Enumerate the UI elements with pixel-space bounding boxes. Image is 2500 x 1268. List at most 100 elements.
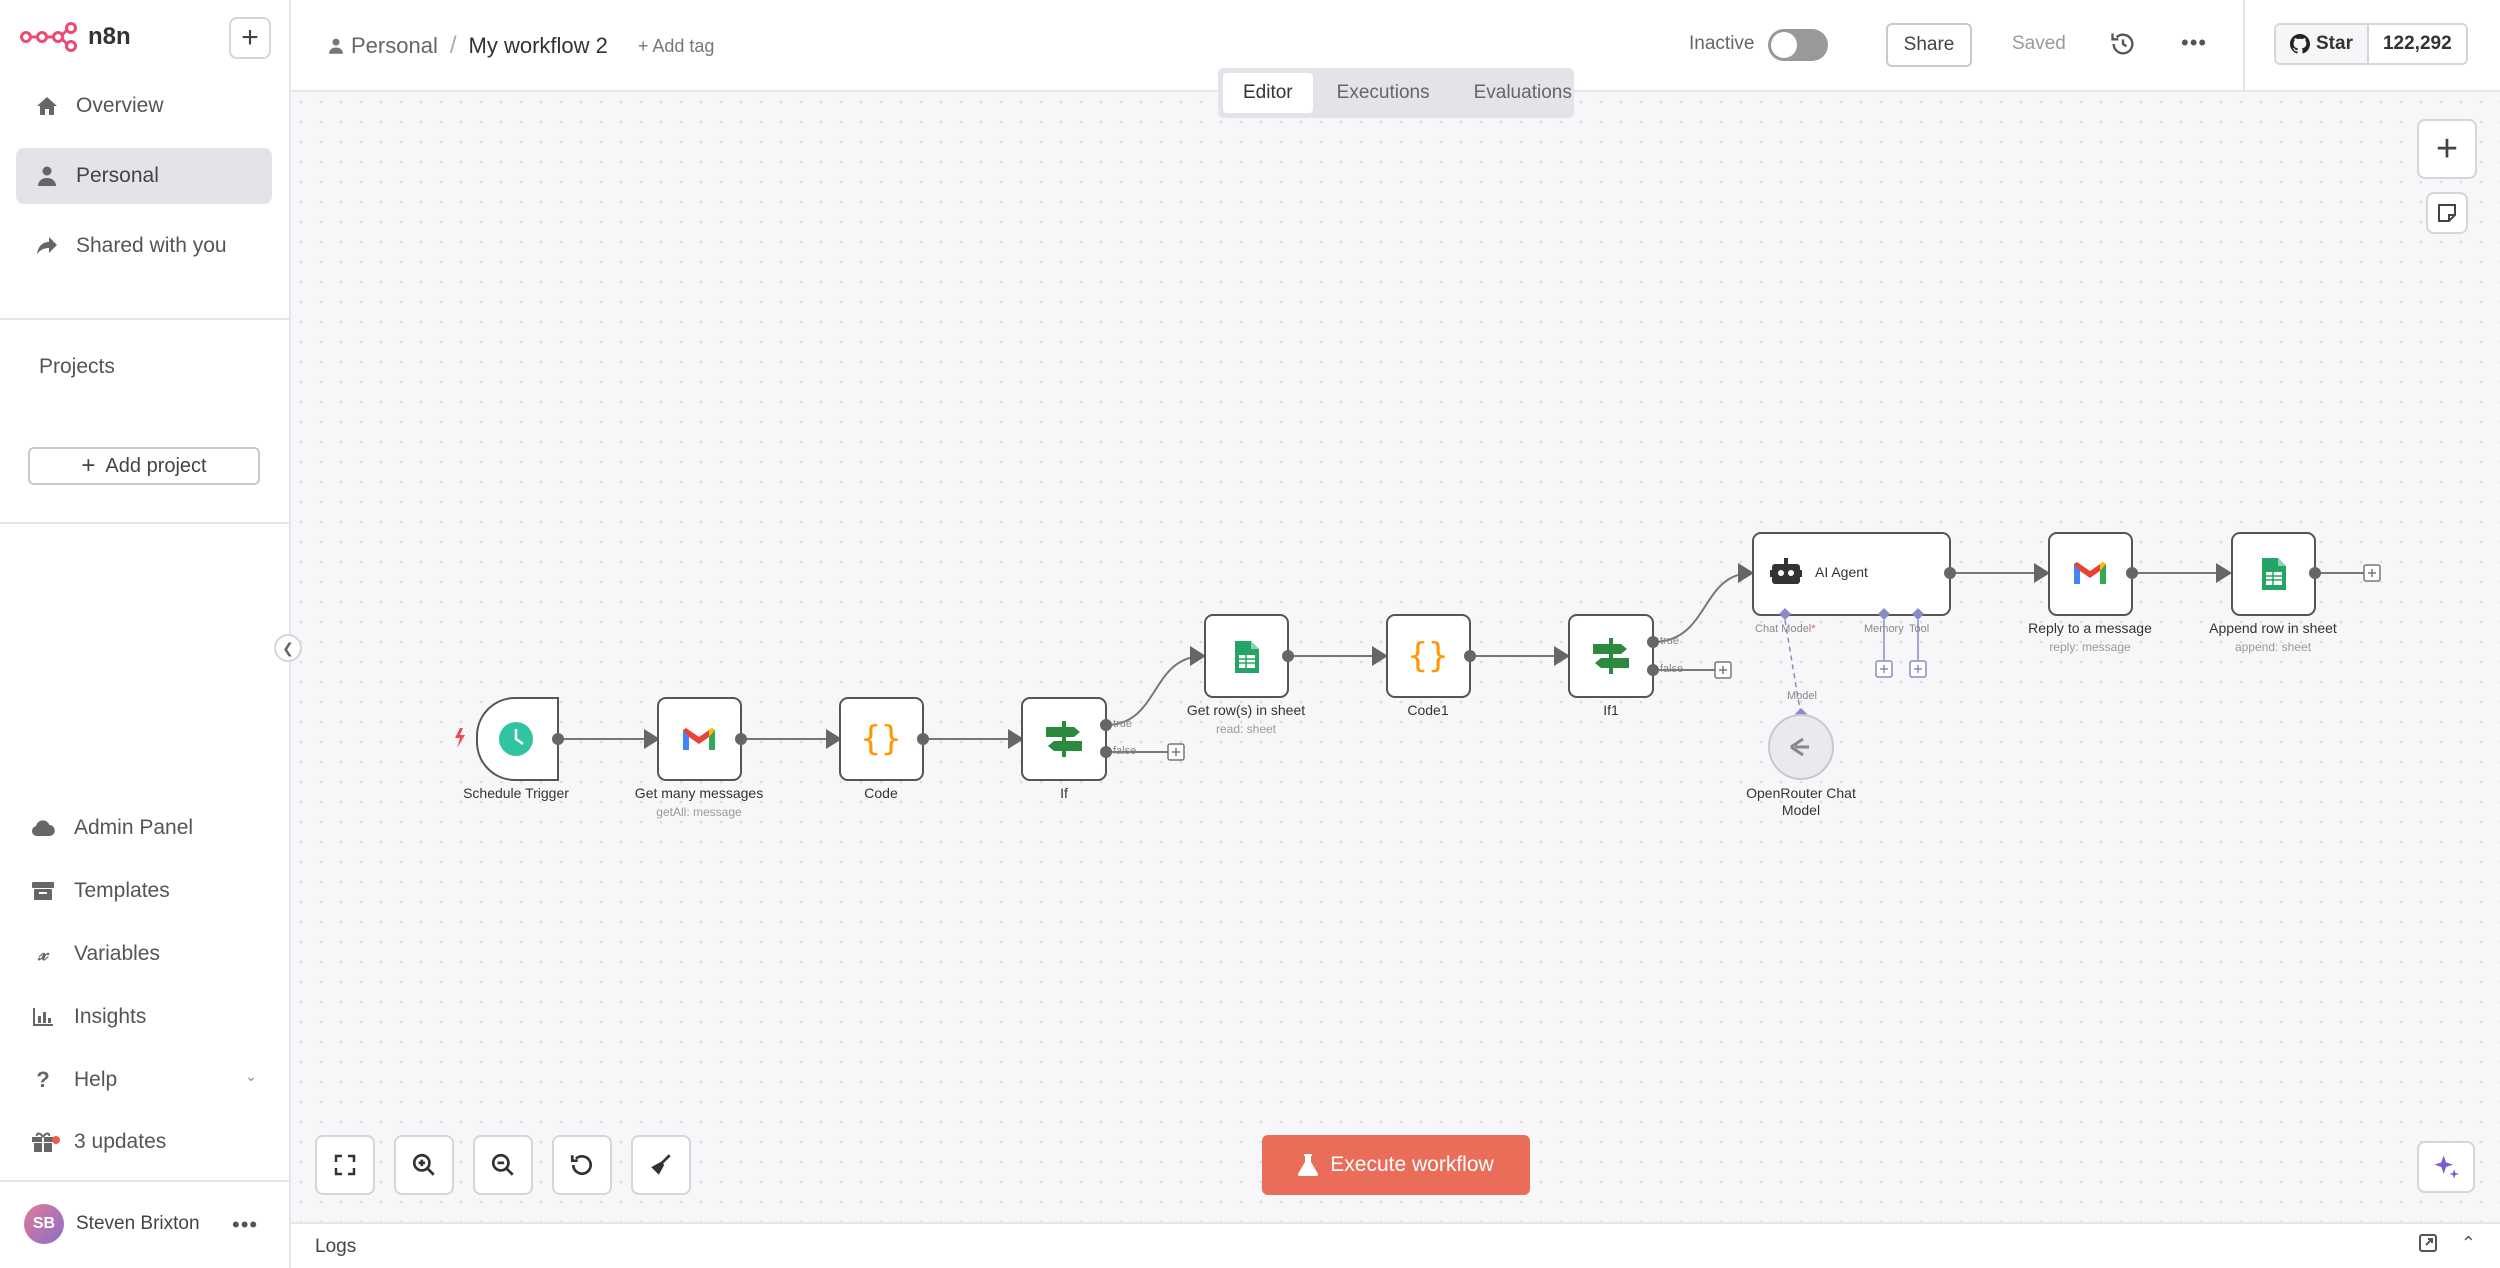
box-icon [30,882,56,900]
flask-icon [1298,1154,1319,1176]
node-label: OpenRouter Chat Model [1746,785,1856,818]
execute-workflow-label: Execute workflow [1330,1153,1494,1176]
node-subtitle: getAll: message [656,805,742,819]
robot-icon [1770,558,1802,584]
workflow-graph: {} {} [455,532,2381,781]
view-tabs: Editor Executions Evaluations [1218,68,1574,118]
node-append-row-in-sheet[interactable] [2231,532,2321,616]
branch-false-label: false [1660,663,1684,675]
saved-status: Saved [2012,33,2066,54]
sidebar-item-label: Help [74,1068,118,1091]
sidebar-item-templates[interactable]: Templates [30,871,275,911]
popout-icon[interactable] [2418,1234,2437,1252]
node-label: If1 [1603,702,1619,718]
cloud-icon [30,820,56,836]
tab-editor[interactable]: Editor [1223,73,1313,113]
user-icon [329,38,343,54]
sidebar-item-label: Variables [74,942,160,965]
connection-true [1105,646,1206,726]
add-sticky-note-button[interactable] [2426,192,2468,234]
agent-port-chat-model: Chat Model* [1755,623,1816,635]
node-subtitle: append: sheet [2234,640,2312,654]
github-star-button[interactable]: Star 122,292 [2274,23,2468,65]
question-icon: ? [36,1067,50,1092]
active-toggle[interactable] [1768,29,1828,61]
sticky-note-icon [2438,204,2456,222]
add-branch-buttons[interactable] [1167,564,2381,761]
google-sheets-icon [2262,558,2286,590]
github-star[interactable]: Star [2276,25,2369,63]
node-subtitle: reply: message [2049,640,2131,654]
node-schedule-trigger[interactable] [455,697,564,781]
broom-icon [651,1154,671,1175]
more-options-icon[interactable]: ••• [2181,30,2208,55]
sidebar-item-insights[interactable]: Insights [30,997,275,1037]
undo-icon [570,1155,592,1176]
fit-view-button[interactable] [315,1135,375,1195]
user-profile[interactable]: SB Steven Brixton [24,1204,200,1244]
zoom-in-button[interactable] [394,1135,454,1195]
history-icon[interactable] [2109,30,2137,58]
node-openrouter-chat-model[interactable] [1768,708,1834,780]
workflow-name[interactable]: My workflow 2 [468,33,608,58]
share-button[interactable]: Share [1886,23,1972,67]
signpost-icon [1046,721,1082,757]
breadcrumb: Personal / My workflow 2 + Add tag [329,32,714,60]
collapse-sidebar-button[interactable]: ❮ [274,634,302,662]
breadcrumb-project-label: Personal [351,33,438,58]
node-label: Get many messages [634,785,764,801]
node-get-many-messages[interactable] [657,697,747,781]
execute-workflow-button[interactable]: Execute workflow [1262,1135,1530,1195]
sidebar-item-help[interactable]: ? Help ⌄ [30,1060,275,1100]
node-get-rows-in-sheet[interactable] [1204,614,1294,698]
user-more-icon[interactable]: ••• [232,1212,259,1237]
node-label: Code1 [1407,702,1449,718]
node-label: AI Agent [1815,564,1868,580]
github-star-label: Star [2316,33,2353,54]
node-code1[interactable]: {} [1386,614,1476,698]
sidebar-item-label: Templates [74,879,170,902]
create-new-button[interactable]: + [229,17,271,59]
breadcrumb-project[interactable]: Personal [329,33,438,59]
toggle-knob [1771,32,1797,58]
ai-assistant-button[interactable] [2417,1141,2475,1193]
code-braces-icon: {} [1408,636,1449,676]
sidebar: n8n + Overview Personal Shared with you … [0,0,291,1268]
chevron-up-icon[interactable]: ⌃ [2460,1233,2476,1253]
tab-evaluations[interactable]: Evaluations [1473,82,1572,103]
sidebar-item-label: Personal [76,164,159,187]
workflow-canvas[interactable]: {} {} [291,92,2500,1222]
sparkle-icon [2434,1155,2459,1179]
agent-port-memory: Memory [1864,623,1904,635]
sidebar-divider [0,318,289,320]
plus-icon: + [241,21,259,54]
sidebar-item-personal[interactable]: Personal [16,148,272,204]
add-tag-link[interactable]: + Add tag [637,35,715,56]
chevron-left-icon: ❮ [282,639,294,656]
n8n-logo[interactable]: n8n [20,22,131,52]
sidebar-item-variables[interactable]: 𝓍 Variables [30,934,275,974]
zoom-in-icon [412,1153,435,1176]
node-ai-agent[interactable] [1752,532,1956,620]
sidebar-item-shared[interactable]: Shared with you [16,218,272,274]
node-code[interactable]: {} [839,697,929,781]
sidebar-item-overview[interactable]: Overview [16,78,272,134]
add-project-button[interactable]: + Add project [28,447,260,485]
tidy-up-button[interactable] [631,1135,691,1195]
zoom-out-button[interactable] [473,1135,533,1195]
node-reply-to-message[interactable] [2048,532,2138,616]
sidebar-item-updates[interactable]: 3 updates [30,1122,275,1162]
sidebar-item-admin-panel[interactable]: Admin Panel [30,808,275,848]
sidebar-item-label: Admin Panel [74,816,194,839]
node-if[interactable] [1021,697,1112,781]
sidebar-item-label: Shared with you [76,234,227,257]
logs-bar[interactable]: Logs ⌃ [291,1222,2500,1268]
sidebar-item-label: Overview [76,94,164,117]
tab-executions[interactable]: Executions [1336,82,1430,103]
avatar: SB [24,1204,64,1244]
projects-title: Projects [39,355,115,378]
sidebar-divider [0,522,289,524]
reset-zoom-button[interactable] [552,1135,612,1195]
node-if1[interactable] [1568,614,1659,698]
add-node-button[interactable]: + [2417,119,2477,179]
